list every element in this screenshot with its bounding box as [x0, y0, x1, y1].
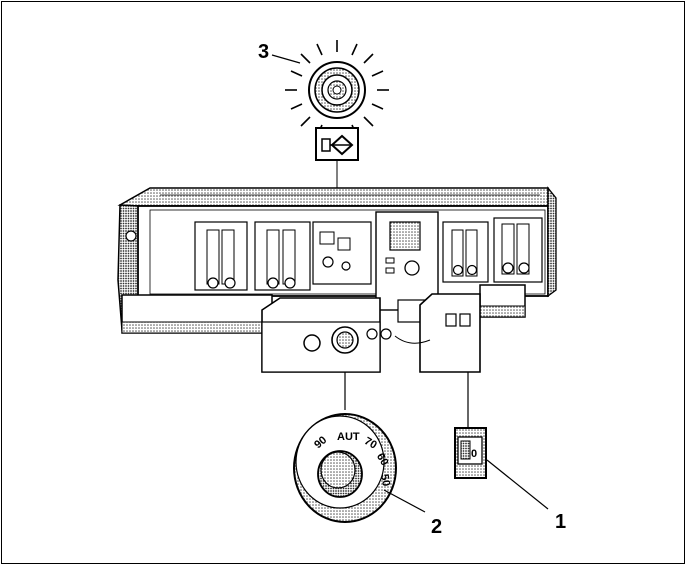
module-display — [375, 211, 439, 323]
callout-3: 3 — [258, 41, 269, 63]
rocker-switch: 0 — [454, 427, 487, 479]
module-5 — [442, 221, 489, 283]
leader-line-2 — [383, 489, 426, 513]
dial-mark-50: 50 — [378, 473, 392, 487]
dial-mark-70: 70 — [362, 435, 379, 452]
callout-1: 1 — [555, 511, 566, 533]
module-3 — [312, 221, 372, 285]
module-6 — [493, 217, 543, 283]
lamp-rays — [285, 40, 389, 140]
leader-line-1 — [486, 459, 549, 510]
module-1 — [194, 221, 248, 291]
leader-line-3 — [271, 54, 301, 64]
switch-position-label: 0 — [471, 448, 477, 460]
temperature-dial: 90 AUT 70 60 50 — [293, 413, 397, 523]
module-2 — [254, 221, 311, 291]
dial-mark-60: 60 — [374, 451, 391, 468]
front-control-strip — [261, 293, 481, 373]
dial-mark-aut: AUT — [337, 431, 360, 443]
indicator-lamp — [285, 40, 389, 140]
callout-2: 2 — [431, 516, 442, 538]
burner-symbol — [315, 127, 359, 161]
module-slots — [194, 211, 543, 323]
